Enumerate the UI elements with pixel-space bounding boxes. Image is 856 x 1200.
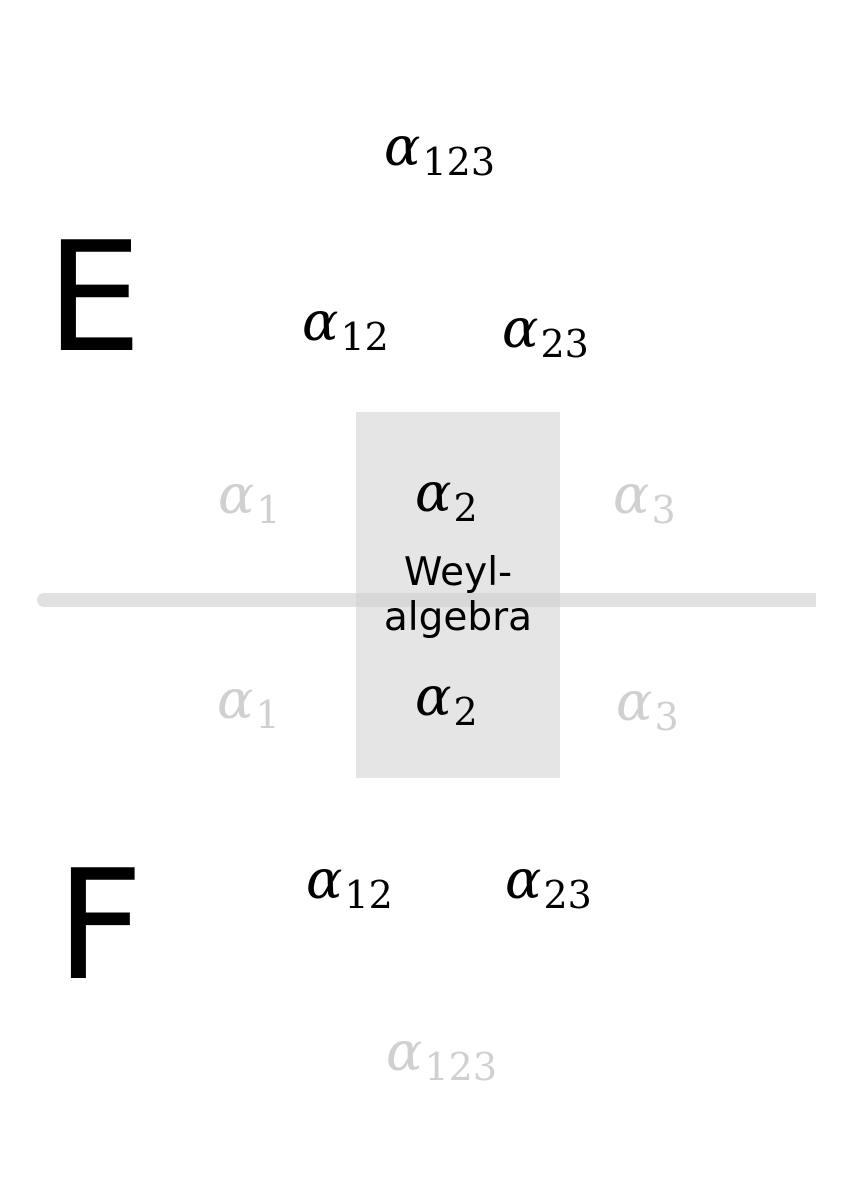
root-subscript: 2: [453, 690, 478, 734]
root-alpha-23-f: α23: [505, 853, 592, 915]
alpha-symbol: α: [218, 463, 255, 526]
horizontal-axis-line: [37, 593, 816, 607]
alpha-symbol: α: [415, 665, 452, 728]
root-alpha-12-e: α12: [302, 295, 389, 357]
e-label: E: [46, 209, 143, 386]
alpha-symbol: α: [217, 668, 254, 731]
root-alpha-1-upper: α1: [218, 468, 281, 530]
root-subscript: 3: [651, 488, 676, 532]
root-alpha-1-lower: α1: [217, 673, 280, 735]
root-alpha-23-e: α23: [502, 302, 589, 364]
alpha-symbol: α: [613, 463, 650, 526]
root-subscript: 23: [540, 322, 589, 366]
alpha-symbol: α: [505, 848, 542, 911]
alpha-symbol: α: [502, 297, 539, 360]
f-label: F: [56, 837, 144, 1014]
weyl-label-line1: Weyl-: [403, 550, 513, 595]
root-alpha-2-upper: α2: [415, 466, 478, 528]
alpha-symbol: α: [616, 670, 653, 733]
root-alpha-123-f: α123: [386, 1025, 497, 1087]
alpha-symbol: α: [415, 461, 452, 524]
alpha-symbol: α: [302, 290, 339, 353]
root-alpha-3-lower: α3: [616, 675, 679, 737]
root-subscript: 1: [256, 488, 281, 532]
root-alpha-3-upper: α3: [613, 468, 676, 530]
root-alpha-2-lower: α2: [415, 670, 478, 732]
root-alpha-123-e: α123: [384, 120, 495, 182]
root-alpha-12-f: α12: [306, 853, 393, 915]
root-subscript: 12: [340, 315, 389, 359]
root-subscript: 1: [255, 693, 280, 737]
weyl-label-line2: algebra: [383, 595, 533, 640]
alpha-symbol: α: [386, 1020, 423, 1083]
weyl-algebra-label: Weyl- algebra: [356, 550, 560, 640]
root-subscript: 3: [654, 695, 679, 739]
root-subscript: 12: [344, 873, 393, 917]
root-subscript: 123: [422, 140, 495, 184]
alpha-symbol: α: [306, 848, 343, 911]
root-subscript: 23: [543, 873, 592, 917]
alpha-symbol: α: [384, 115, 421, 178]
root-subscript: 2: [453, 486, 478, 530]
root-subscript: 123: [424, 1045, 497, 1089]
